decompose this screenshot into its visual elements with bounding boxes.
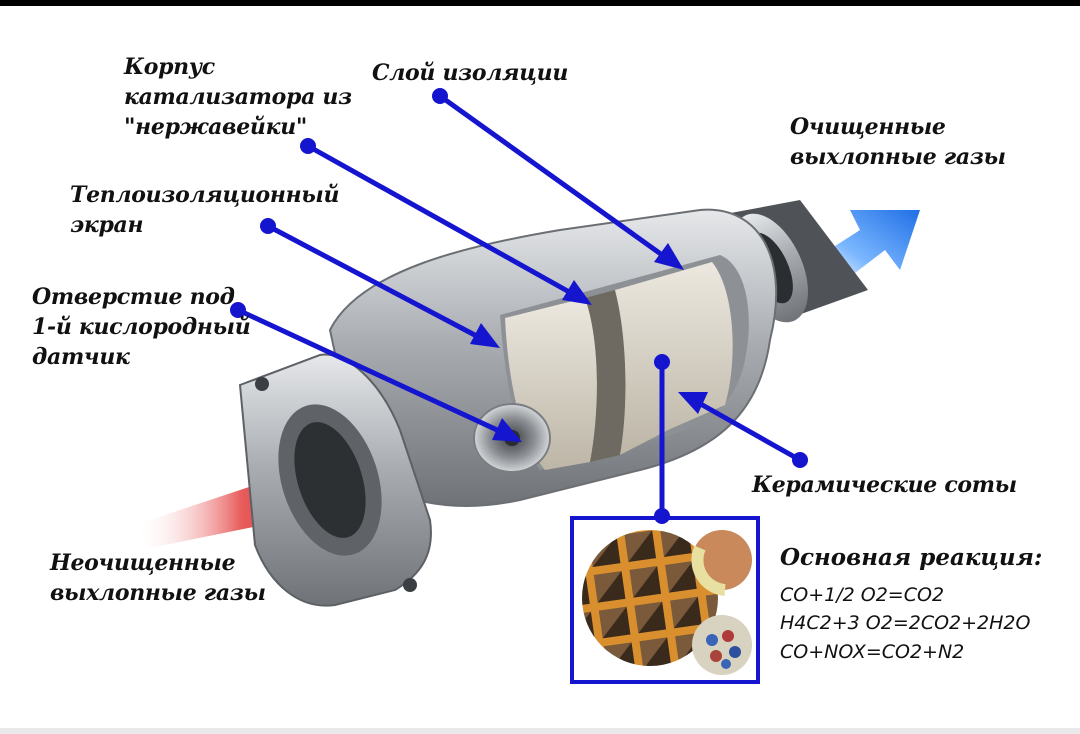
top-bar: [0, 0, 1080, 6]
label-korpus: Корпус катализатора из "нержавейки": [124, 54, 352, 140]
arrowhead-keram: [678, 392, 708, 414]
reaction-line-1: CO+1/2 O2=CO2: [780, 584, 945, 606]
label-ochish: Очищенные выхлопные газы: [790, 114, 1006, 170]
bottom-bar: [0, 728, 1080, 734]
pointer-line-keram: [688, 395, 802, 463]
pointer-dot-teplo: [260, 218, 276, 234]
pointer-line-teplo: [266, 223, 490, 345]
label-teplo: Теплоизоляционный экран: [70, 182, 340, 238]
label-neochish: Неочищенные выхлопные газы: [50, 550, 266, 606]
pointer-dot-keram: [792, 452, 808, 468]
pointer-line-korpus: [306, 143, 582, 301]
pointer-line-otverstie: [236, 307, 512, 439]
arrowhead-teplo: [470, 323, 500, 348]
pointer-dot-zoom-top: [654, 354, 670, 370]
label-keram: Керамические соты: [752, 472, 1017, 498]
pointer-dot-sloy: [432, 88, 448, 104]
zoom-detail-frame: [570, 516, 760, 684]
converter-body: [328, 208, 778, 507]
arrowhead-sloy: [654, 243, 684, 270]
label-otverstie: Отверстие под 1-й кислородный датчик: [32, 284, 251, 370]
arrowhead-korpus: [562, 280, 592, 305]
honeycomb-detail: [582, 530, 752, 675]
reaction-line-3: CO+NOX=CO2+N2: [780, 641, 965, 663]
insulation-band: [585, 290, 626, 462]
inlet-flange: [238, 353, 432, 607]
pointer-line-sloy: [438, 93, 674, 265]
pointer-dot-otverstie: [230, 302, 246, 318]
reaction-line-2: H4C2+3 O2=2CO2+2H2O: [780, 612, 1031, 634]
arrowhead-otverstie: [492, 418, 522, 442]
reaction-title: Основная реакция:: [780, 544, 1043, 571]
pointer-dot-korpus: [300, 138, 316, 154]
label-sloy: Слой изоляции: [372, 60, 569, 86]
